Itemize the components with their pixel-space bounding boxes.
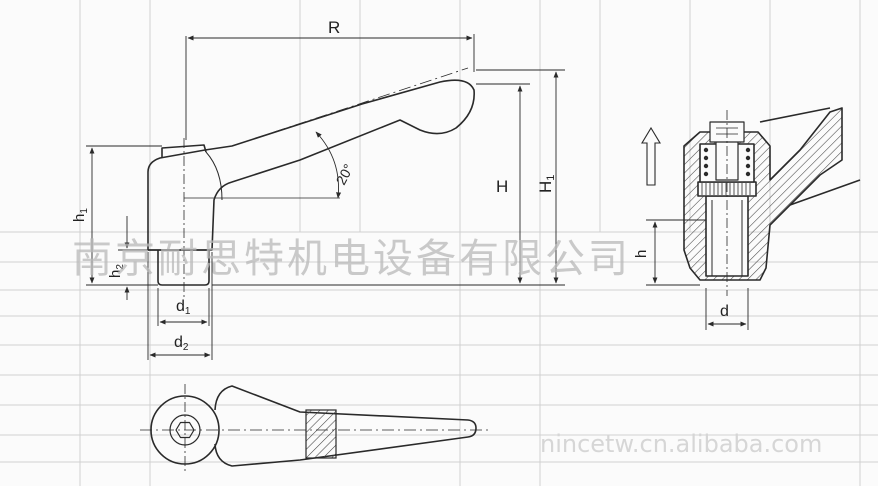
label-angle: 20°: [333, 161, 357, 187]
angle-arc: [315, 131, 342, 199]
label-d2: d2: [174, 334, 189, 353]
top-view-centerlines: [140, 384, 490, 474]
label-h2: h2: [107, 264, 126, 278]
label-d1: d1: [176, 298, 191, 317]
top-view-section-hatch: [305, 409, 337, 459]
handle-side-view: [147, 79, 475, 286]
side-view-centerlines: [183, 67, 469, 298]
watermark-company: 南京耐思特机电设备有限公司: [72, 236, 631, 282]
label-h-section: h: [633, 250, 650, 258]
knurl-ticks: [701, 183, 751, 195]
dimension-d1-d2: [147, 252, 213, 360]
dimension-H: [212, 69, 565, 286]
label-d-section: d: [720, 303, 729, 320]
label-H: H: [496, 177, 508, 196]
dimension-R: [185, 34, 475, 140]
dimension-section: [646, 219, 749, 330]
label-R: R: [328, 18, 340, 37]
label-H1: H1: [536, 175, 557, 193]
section-view: [683, 107, 861, 281]
label-h1: h1: [71, 208, 90, 222]
dimension-h1-h2: [86, 145, 162, 300]
watermark-url: nincetw.cn.alibaba.com: [540, 430, 822, 458]
direction-arrow-icon: [641, 126, 661, 186]
